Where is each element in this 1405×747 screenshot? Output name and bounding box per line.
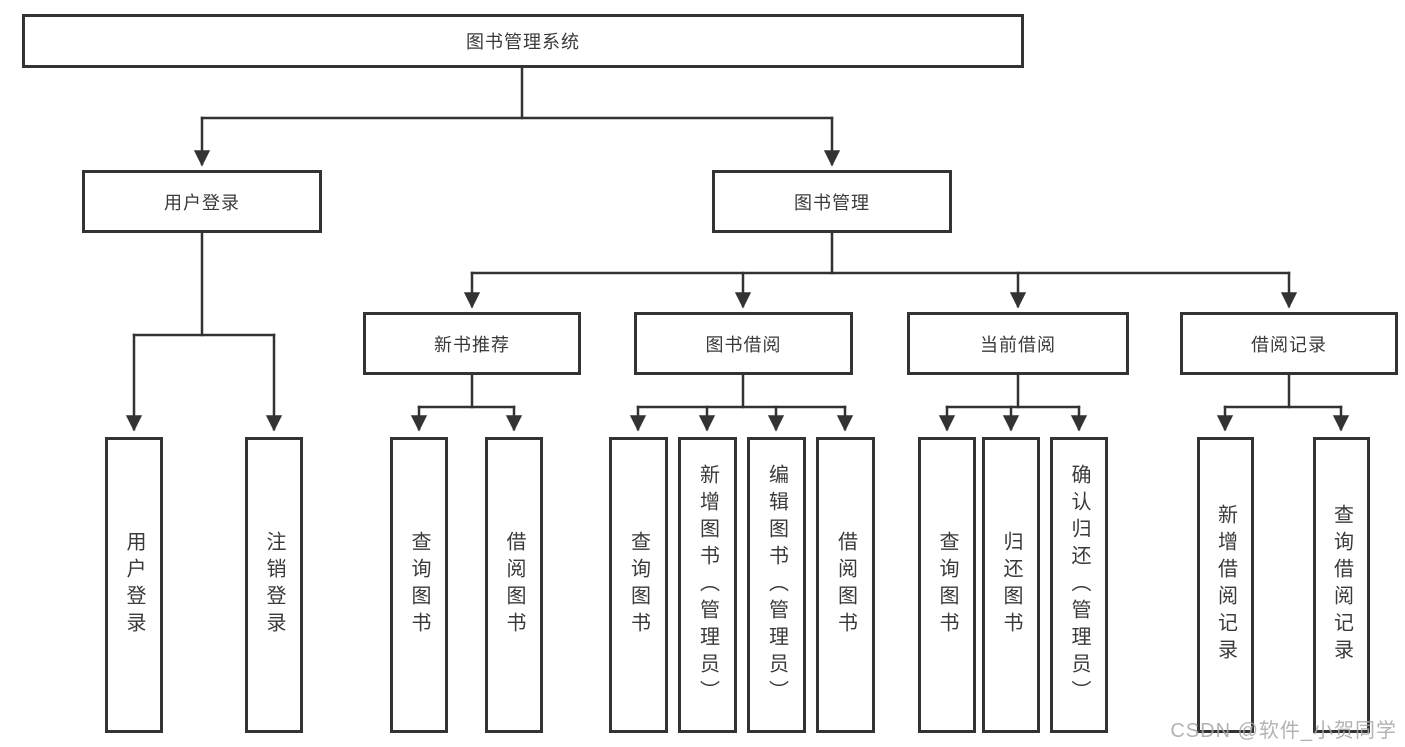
leaf-cb-confirm-return-admin-label: 确认归还（管理员） — [1068, 463, 1090, 707]
leaf-cb-return-books-label: 归还图书 — [1000, 531, 1022, 639]
csdn-watermark: CSDN @软件_小贺同学 — [1170, 720, 1397, 742]
leaf-br-add-record-label: 新增借阅记录 — [1214, 504, 1237, 666]
leaf-bb-borrow-books: 借阅图书 — [816, 437, 875, 733]
node-borrow-records: 借阅记录 — [1180, 312, 1398, 375]
leaf-nr-borrow-books: 借阅图书 — [485, 437, 543, 733]
leaf-bb-add-books-admin-label: 新增图书（管理员） — [696, 463, 719, 707]
leaf-nr-borrow-books-label: 借阅图书 — [503, 531, 525, 639]
leaf-bb-borrow-books-label: 借阅图书 — [834, 531, 857, 639]
node-book-borrowing: 图书借阅 — [634, 312, 853, 375]
leaf-bb-add-books-admin: 新增图书（管理员） — [678, 437, 737, 733]
leaf-logout-login: 注销登录 — [245, 437, 303, 733]
node-user-login: 用户登录 — [82, 170, 322, 233]
leaf-br-query-record: 查询借阅记录 — [1313, 437, 1370, 733]
leaf-nr-query-books: 查询图书 — [390, 437, 448, 733]
leaf-user-login-label: 用户登录 — [123, 531, 145, 639]
node-current-borrowing: 当前借阅 — [907, 312, 1129, 375]
leaf-bb-edit-books-admin-label: 编辑图书（管理员） — [765, 463, 788, 707]
leaf-logout-login-label: 注销登录 — [263, 531, 285, 639]
leaf-user-login: 用户登录 — [105, 437, 163, 733]
leaf-br-query-record-label: 查询借阅记录 — [1330, 504, 1353, 666]
leaf-nr-query-books-label: 查询图书 — [408, 531, 430, 639]
node-new-book-recommend: 新书推荐 — [363, 312, 581, 375]
leaf-bb-query-books: 查询图书 — [609, 437, 668, 733]
leaf-cb-return-books: 归还图书 — [982, 437, 1040, 733]
leaf-cb-query-books: 查询图书 — [918, 437, 976, 733]
leaf-bb-edit-books-admin: 编辑图书（管理员） — [747, 437, 806, 733]
node-book-management: 图书管理 — [712, 170, 952, 233]
leaf-cb-query-books-label: 查询图书 — [936, 531, 958, 639]
leaf-br-add-record: 新增借阅记录 — [1197, 437, 1254, 733]
leaf-cb-confirm-return-admin: 确认归还（管理员） — [1050, 437, 1108, 733]
node-library-management-system: 图书管理系统 — [22, 14, 1024, 68]
leaf-bb-query-books-label: 查询图书 — [627, 531, 650, 639]
